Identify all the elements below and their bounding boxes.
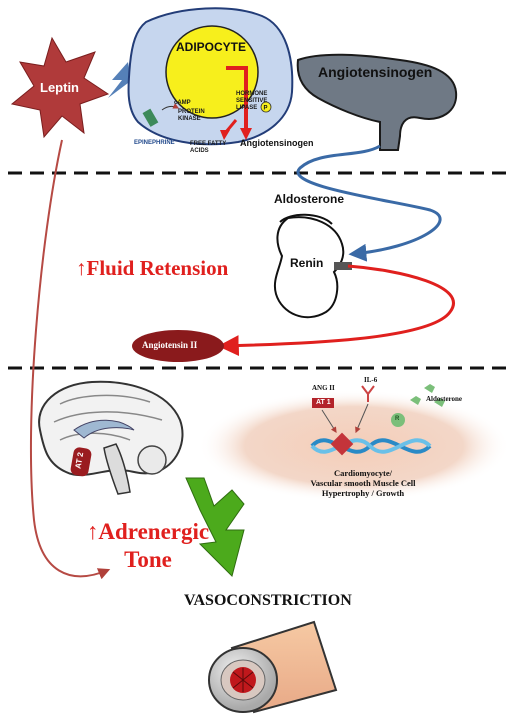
- cerebellum: [137, 445, 167, 475]
- signal-arrow: [321, 409, 337, 434]
- liver-label: Angiotensinogen: [318, 64, 433, 80]
- adrenergic-text: Adrenergic: [98, 519, 210, 544]
- at1-label: AT 1: [316, 399, 331, 406]
- cell-desc-line2: Vascular smooth Muscle Cell: [310, 478, 416, 488]
- angiotensin-ii-node: [132, 330, 224, 362]
- aldosterone-molecule: [410, 396, 421, 405]
- leptin-label: Leptin: [40, 80, 79, 95]
- vasoconstriction-label: VASOCONSTRICTION: [184, 592, 352, 609]
- renal-vessel: [334, 262, 352, 270]
- cascade-arrow: [161, 103, 180, 111]
- blue-pathway-arrow: [296, 144, 442, 262]
- cell-desc-line3: Hypertrophy / Growth: [321, 488, 405, 498]
- il6-label: IL-6: [364, 376, 378, 384]
- leptin-star: [10, 36, 110, 139]
- hsl-text: HORMONE SENSITIVE LIPASE: [236, 91, 268, 111]
- renin-label: Renin: [290, 256, 324, 270]
- aldosterone-molecule: [424, 384, 435, 393]
- transcription-factor-icon: [330, 432, 354, 456]
- adrenergic-line1: ↑Adrenergic: [74, 518, 222, 546]
- cell-desc-line1: Cardiomyocyte/: [333, 468, 393, 478]
- adipocyte-nucleus: [165, 25, 259, 119]
- mineralocorticoid-receptor-icon: [391, 413, 405, 427]
- cell-description: Cardiomyocyte/ Vascular smooth Muscle Ce…: [288, 468, 438, 498]
- at2-receptor-icon: [70, 447, 92, 477]
- phosphate-icon: [260, 101, 272, 113]
- aldosterone-molecule: [434, 398, 445, 407]
- green-arrow: [185, 477, 245, 577]
- aldosterone-label: Aldosterone: [274, 192, 345, 206]
- smooth-muscle-cell: [198, 390, 510, 502]
- signal-arrow: [355, 403, 369, 434]
- blood-vessel: [208, 620, 338, 714]
- brain-folds: [53, 394, 163, 441]
- red-output-arrow: [226, 66, 248, 132]
- angiotensinogen-output-label: Angiotensinogen: [240, 138, 314, 148]
- fluid-retension-label: ↑Fluid Retension: [76, 256, 228, 281]
- brain-corpus: [73, 419, 135, 439]
- red-arrowhead: [240, 128, 252, 140]
- protein-kinase-label: PROTEIN KINASE: [178, 109, 218, 123]
- adrenal-gland: [279, 213, 333, 225]
- leptin-to-tone-arrow: [29, 139, 111, 580]
- up-arrow-icon: ↑: [86, 519, 99, 544]
- tone-text: Tone: [124, 547, 172, 572]
- camp-label: cAMP: [174, 100, 191, 106]
- red-arrowhead: [220, 130, 230, 140]
- aldosterone-cell-label: Aldosterone: [426, 395, 463, 403]
- ffa-label: FREE FATTY ACIDS: [190, 141, 230, 155]
- adipocyte-title: ADIPOCYTE: [176, 40, 247, 54]
- epinephrine-label: EPINEPHRINE: [134, 140, 175, 146]
- il6-receptor-icon: [361, 385, 375, 402]
- brainstem: [103, 443, 131, 495]
- fluid-retension-text: Fluid Retension: [86, 256, 229, 280]
- protein-kinase-text: PROTEIN KINASE: [178, 109, 205, 122]
- up-arrow-icon: ↑: [76, 256, 87, 280]
- beta-receptor-icon: [142, 108, 159, 127]
- liver-shape: [296, 53, 458, 151]
- red-pathway-arrow: [217, 264, 455, 357]
- ffa-text: FREE FATTY ACIDS: [190, 141, 227, 154]
- at1-receptor-icon: [312, 398, 334, 408]
- dna-strand: [310, 438, 432, 454]
- hsl-label: HORMONE SENSITIVE LIPASE: [236, 91, 276, 112]
- receptor-label: R: [395, 416, 400, 422]
- adrenergic-tone-label: ↑Adrenergic Tone: [74, 518, 222, 574]
- kidney-shape: [273, 216, 345, 319]
- phosphate-label: P: [264, 106, 268, 112]
- angiotensin-ii-label: Angiotensin II: [142, 340, 198, 350]
- ang-ii-cell-label: ANG II: [312, 384, 335, 392]
- blue-arrow: [108, 62, 140, 98]
